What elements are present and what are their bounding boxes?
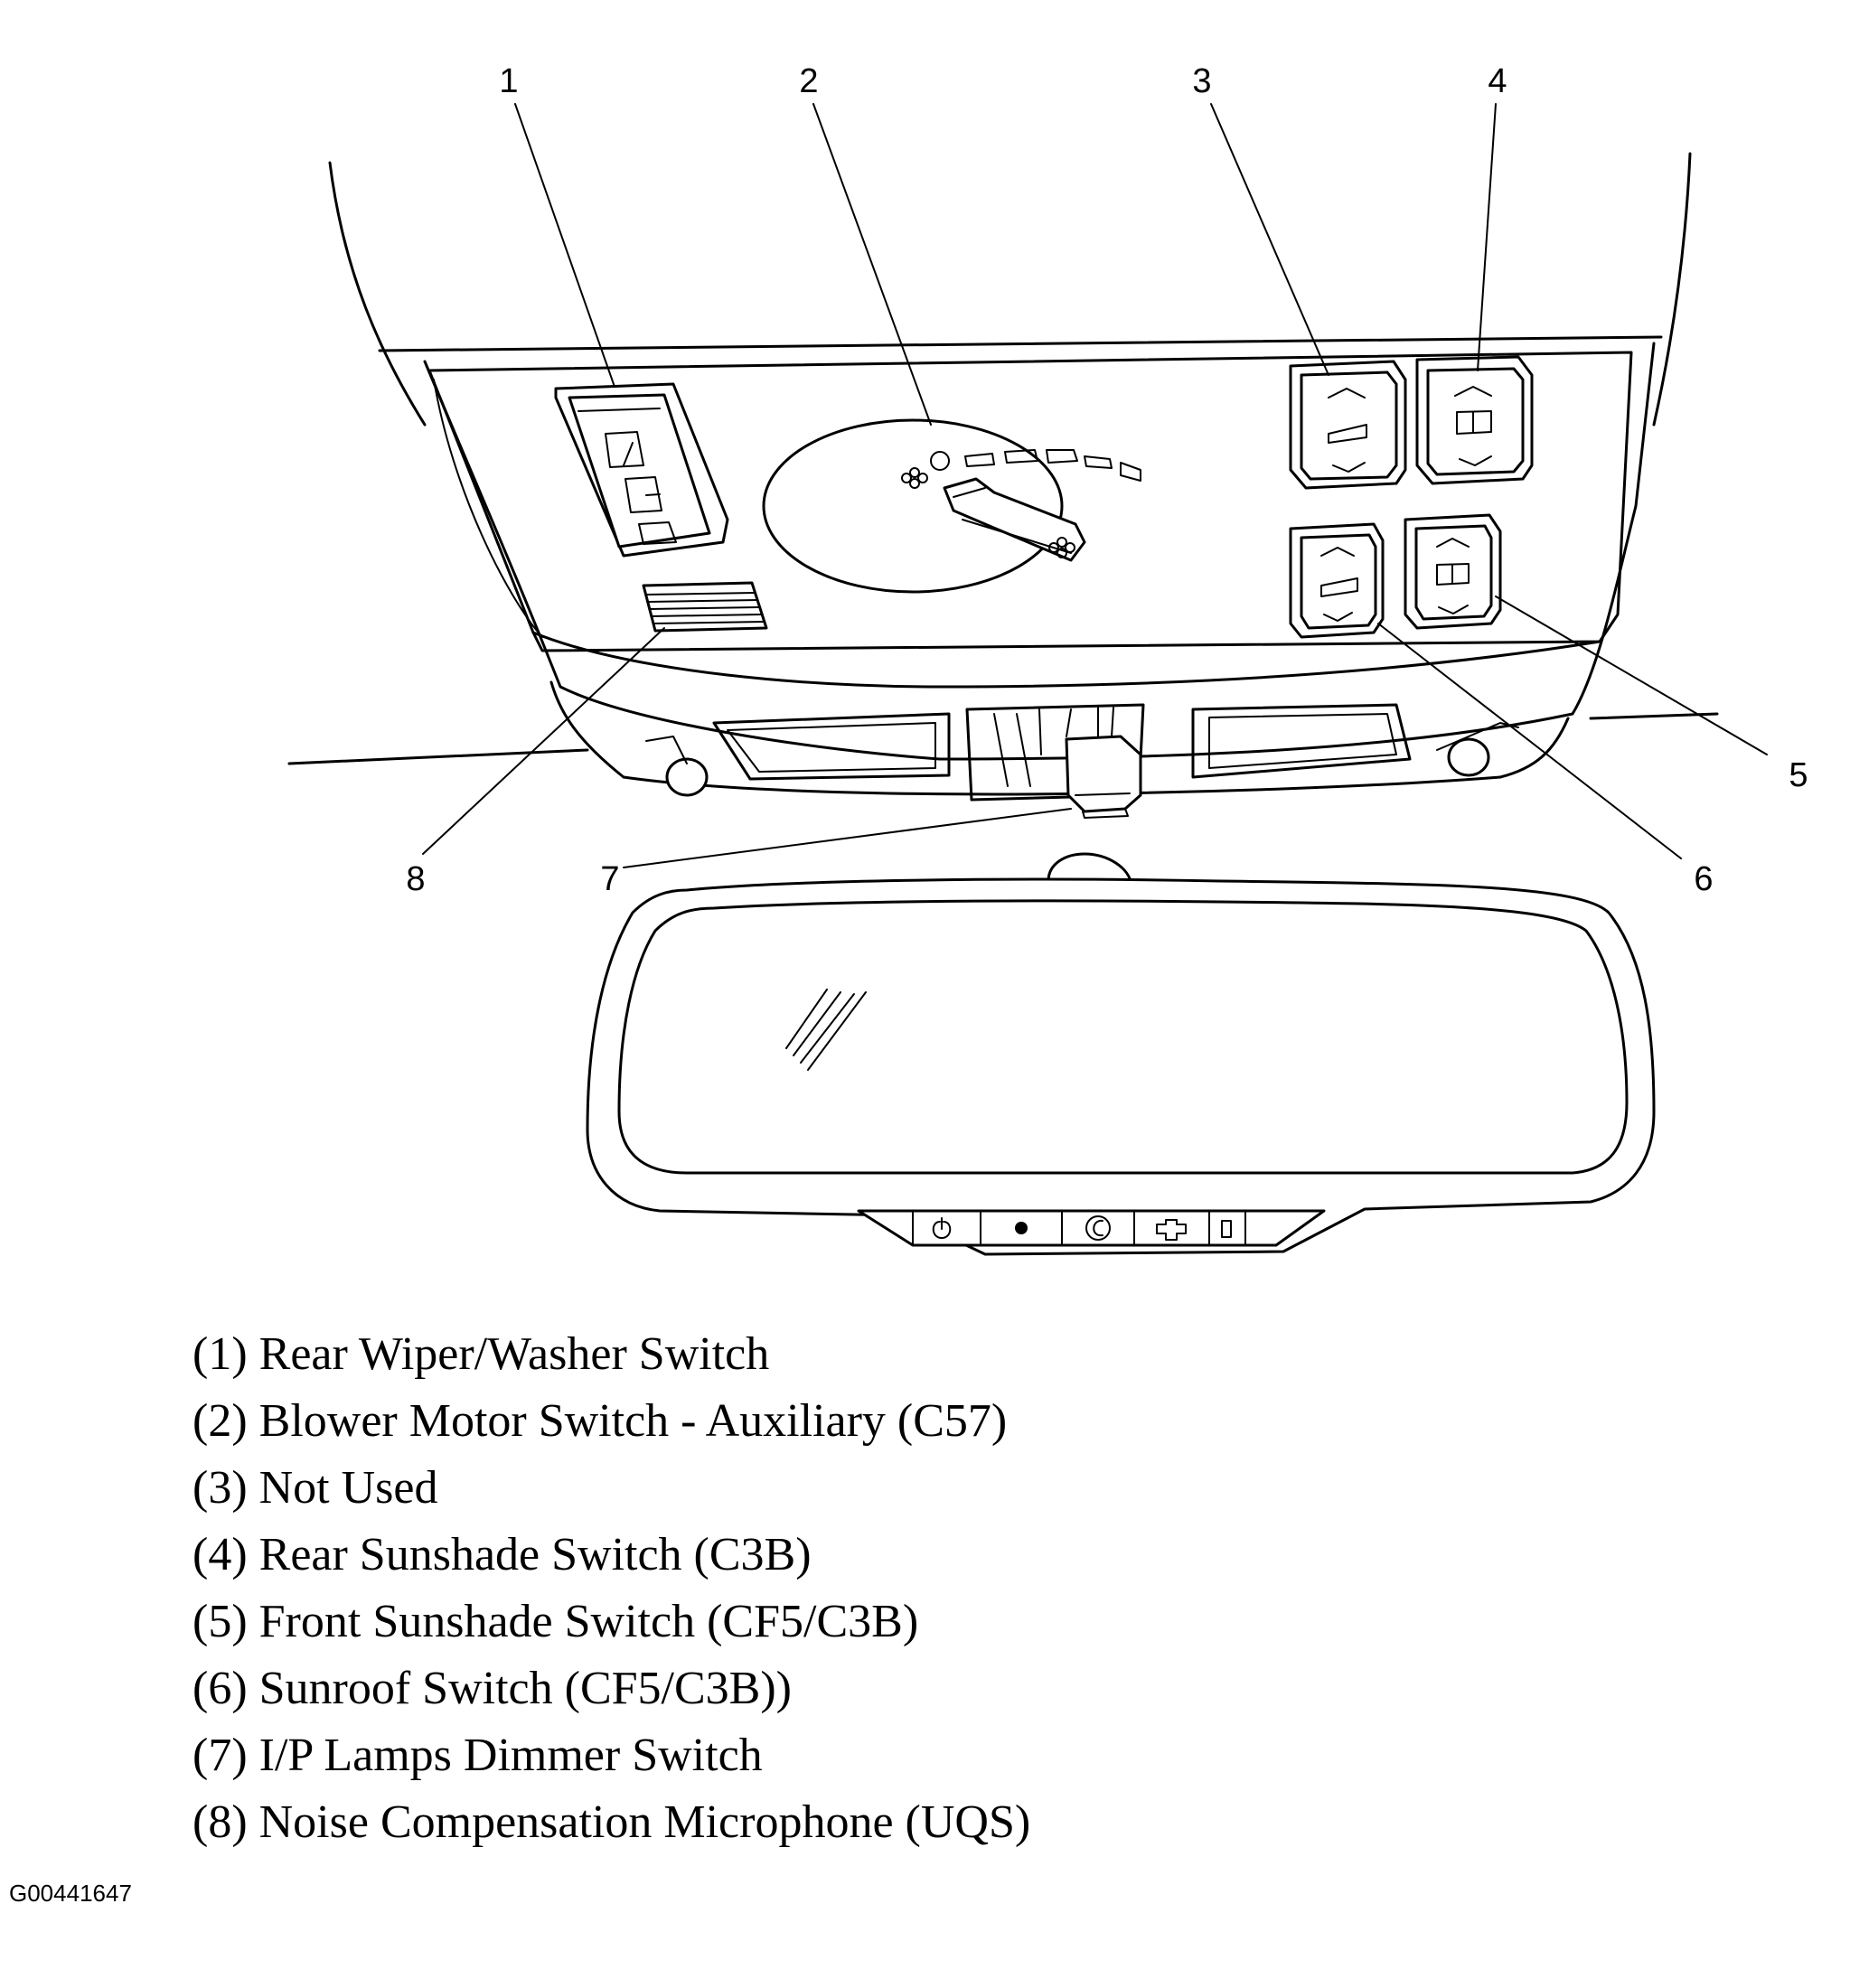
overhead-console [423, 342, 1656, 796]
leader-line-6 [1377, 623, 1682, 859]
leader-line-2 [812, 103, 932, 426]
legend-item-2: (2) Blower Motor Switch - Auxiliary (C57… [193, 1395, 1008, 1447]
sunroof-switch [1289, 522, 1385, 639]
leader-line-8 [422, 627, 665, 855]
blower-motor-dial [762, 418, 1141, 594]
leader-line-5 [1495, 595, 1768, 755]
callout-2: 2 [799, 62, 818, 100]
leader-line-4 [1477, 103, 1497, 371]
rear-wiper-washer-switch [554, 382, 729, 558]
callout-8: 8 [406, 860, 425, 898]
legend-item-7: (7) I/P Lamps Dimmer Switch [193, 1730, 763, 1781]
callout-4: 4 [1488, 62, 1507, 100]
callout-1: 1 [499, 62, 518, 100]
leader-lines [422, 103, 1768, 868]
callout-3: 3 [1192, 62, 1211, 100]
rear-sunshade-switch [1415, 355, 1534, 485]
legend-item-4: (4) Rear Sunshade Switch (C3B) [193, 1529, 812, 1580]
overhead-console-diagram: 1 2 3 4 5 6 7 8 [287, 62, 1808, 1256]
leader-line-1 [514, 103, 615, 388]
legend-item-6: (6) Sunroof Switch (CF5/C3B)) [193, 1663, 792, 1714]
legend-list: (1) Rear Wiper/Washer Switch (2) Blower … [193, 1321, 1030, 1856]
legend-item-1: (1) Rear Wiper/Washer Switch [193, 1328, 770, 1380]
callout-7: 7 [600, 860, 619, 898]
callout-5: 5 [1789, 756, 1808, 794]
legend-item-8: (8) Noise Compensation Microphone (UQS) [193, 1796, 1031, 1848]
front-sunshade-switch [1404, 513, 1502, 630]
leader-line-7 [623, 808, 1072, 868]
switch-not-used [1289, 360, 1407, 490]
ip-lamps-dimmer-switch [993, 707, 1142, 819]
legend-item-5: (5) Front Sunshade Switch (CF5/C3B) [193, 1596, 919, 1647]
rearview-mirror [586, 852, 1656, 1256]
figure-id: G00441647 [9, 1880, 132, 1907]
noise-compensation-microphone [642, 581, 768, 633]
legend-item-3: (3) Not Used [193, 1462, 438, 1514]
roof-outline [287, 152, 1719, 765]
mirror-button-strip [857, 1209, 1326, 1247]
callout-6: 6 [1694, 860, 1713, 898]
leader-line-3 [1210, 103, 1329, 376]
